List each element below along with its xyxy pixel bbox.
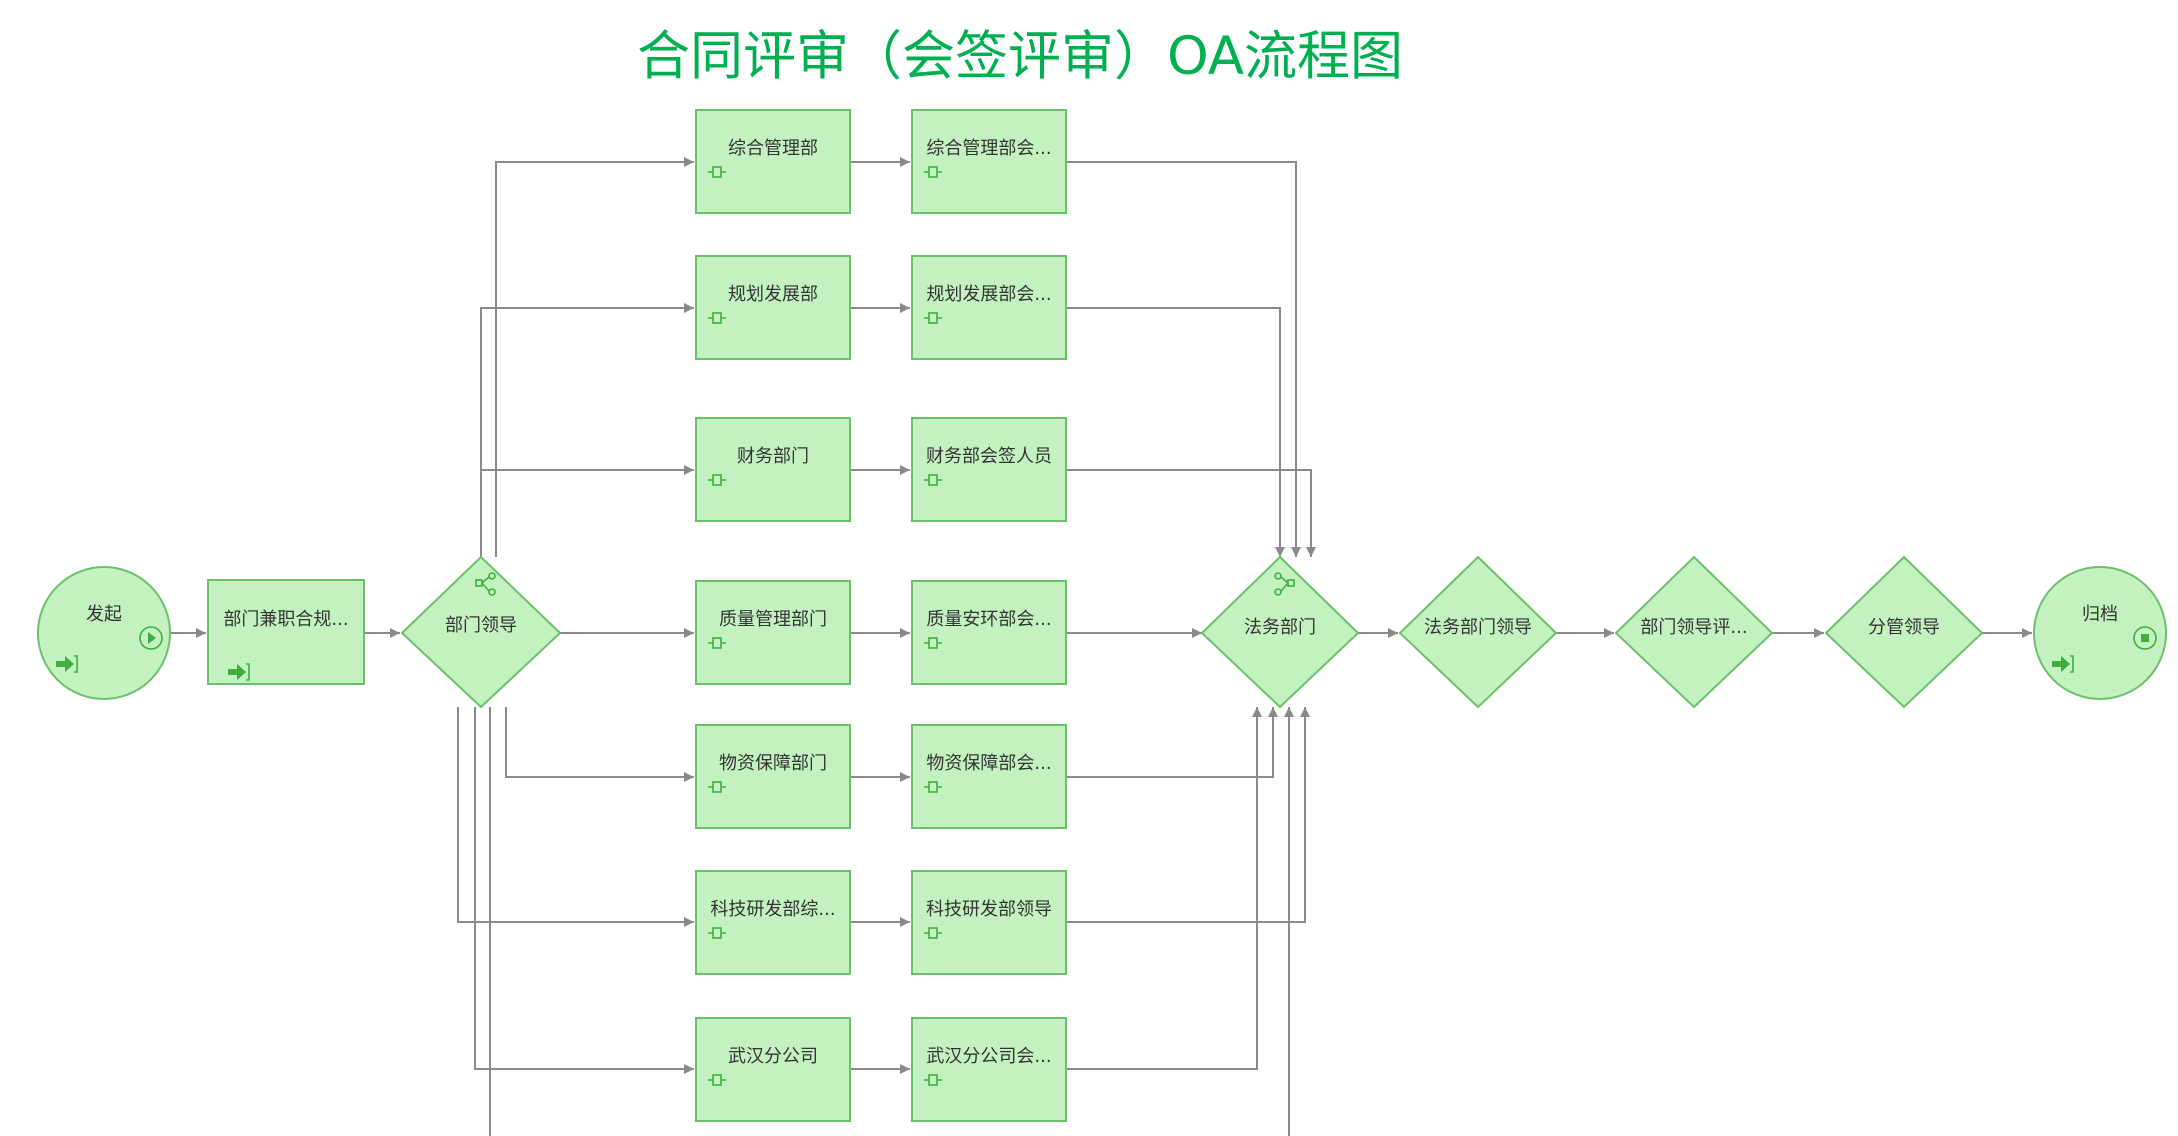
node-vp[interactable]: 分管领导 [1824,555,1984,709]
subprocess-icon [708,474,726,486]
node-wuhan-sign[interactable]: 武汉分公司会... [911,1017,1067,1122]
subprocess-icon [708,1074,726,1086]
node-zh-mgmt-sign-label: 综合管理部会... [926,138,1051,159]
node-qual-sign-label: 质量安环部会... [926,609,1051,630]
node-archive[interactable]: 归档 [2033,566,2167,700]
subprocess-icon [708,166,726,178]
node-fin-sign[interactable]: 财务部会签人员 [911,417,1067,522]
node-tech-lead-label: 科技研发部领导 [926,899,1052,920]
edge-finsign-legal [1066,469,1316,557]
node-legal-lead[interactable]: 法务部门领导 [1398,555,1558,709]
node-fin-label: 财务部门 [737,446,809,467]
node-dept-combo[interactable]: 部门兼职合规... [207,579,365,685]
node-qual[interactable]: 质量管理部门 [695,580,851,685]
edge-leader-tech [457,707,694,927]
branch-icon [475,572,496,596]
node-tech[interactable]: 科技研发部综... [695,870,851,975]
node-dept-combo-label: 部门兼职合规... [223,609,348,630]
node-mat-label: 物资保障部门 [719,753,827,774]
enter-icon [2052,655,2074,673]
node-qual-sign[interactable]: 质量安环部会... [911,580,1067,685]
node-tech-label: 科技研发部综... [710,899,835,920]
subprocess-icon [708,927,726,939]
node-qual-label: 质量管理部门 [719,609,827,630]
node-plan-sign-label: 规划发展部会... [926,284,1051,305]
edge-zhsign-legal [1066,161,1301,557]
edge-techlead-legal [1066,707,1310,923]
edge-plansign-legal [1066,307,1285,557]
edges [170,157,2032,1136]
node-plan[interactable]: 规划发展部 [695,255,851,360]
subprocess-icon [708,637,726,649]
node-legal-label: 法务部门 [1244,617,1316,638]
play-icon [139,626,163,650]
subprocess-icon [924,166,942,178]
node-vp-label: 分管领导 [1868,617,1940,638]
enter-icon [228,663,250,681]
subprocess-icon [924,474,942,486]
merge-icon [1274,572,1295,596]
edge-wuhansign-legal [1066,707,1262,1070]
node-archive-label: 归档 [2082,604,2118,625]
node-zh-mgmt[interactable]: 综合管理部 [695,109,851,214]
node-fin[interactable]: 财务部门 [695,417,851,522]
node-dept-leader-label: 部门领导 [445,615,517,636]
edge-leader-mat [505,707,694,782]
edge-leader-wuhan [474,707,694,1074]
subprocess-icon [924,781,942,793]
subprocess-icon [708,312,726,324]
node-mat-sign-label: 物资保障部会... [926,753,1051,774]
enter-icon [56,655,78,673]
subprocess-icon [924,637,942,649]
node-mat-sign[interactable]: 物资保障部会... [911,724,1067,829]
edge-leader-zh [495,157,694,557]
node-plan-label: 规划发展部 [728,284,818,305]
edge-leader-plan [480,303,694,557]
node-tech-lead[interactable]: 科技研发部领导 [911,870,1067,975]
stop-icon [2133,626,2157,650]
node-wuhan-sign-label: 武汉分公司会... [926,1046,1051,1067]
node-mat[interactable]: 物资保障部门 [695,724,851,829]
node-plan-sign[interactable]: 规划发展部会... [911,255,1067,360]
node-zh-mgmt-label: 综合管理部 [728,138,818,159]
node-legal[interactable]: 法务部门 [1200,555,1360,709]
node-zh-mgmt-sign[interactable]: 综合管理部会... [911,109,1067,214]
node-start[interactable]: 发起 [37,566,171,700]
node-dept-review-label: 部门领导评... [1640,617,1747,638]
subprocess-icon [924,312,942,324]
node-dept-review[interactable]: 部门领导评... [1614,555,1774,709]
node-wuhan-label: 武汉分公司 [728,1046,818,1067]
subprocess-icon [708,781,726,793]
node-wuhan[interactable]: 武汉分公司 [695,1017,851,1122]
subprocess-icon [924,1074,942,1086]
node-dept-leader[interactable]: 部门领导 [400,555,562,709]
node-start-label: 发起 [86,604,122,625]
edge-matsign-legal [1066,707,1278,778]
node-legal-lead-label: 法务部门领导 [1424,617,1532,638]
node-fin-sign-label: 财务部会签人员 [926,446,1052,467]
page-title: 合同评审（会签评审）OA流程图 [636,26,1404,87]
subprocess-icon [924,927,942,939]
